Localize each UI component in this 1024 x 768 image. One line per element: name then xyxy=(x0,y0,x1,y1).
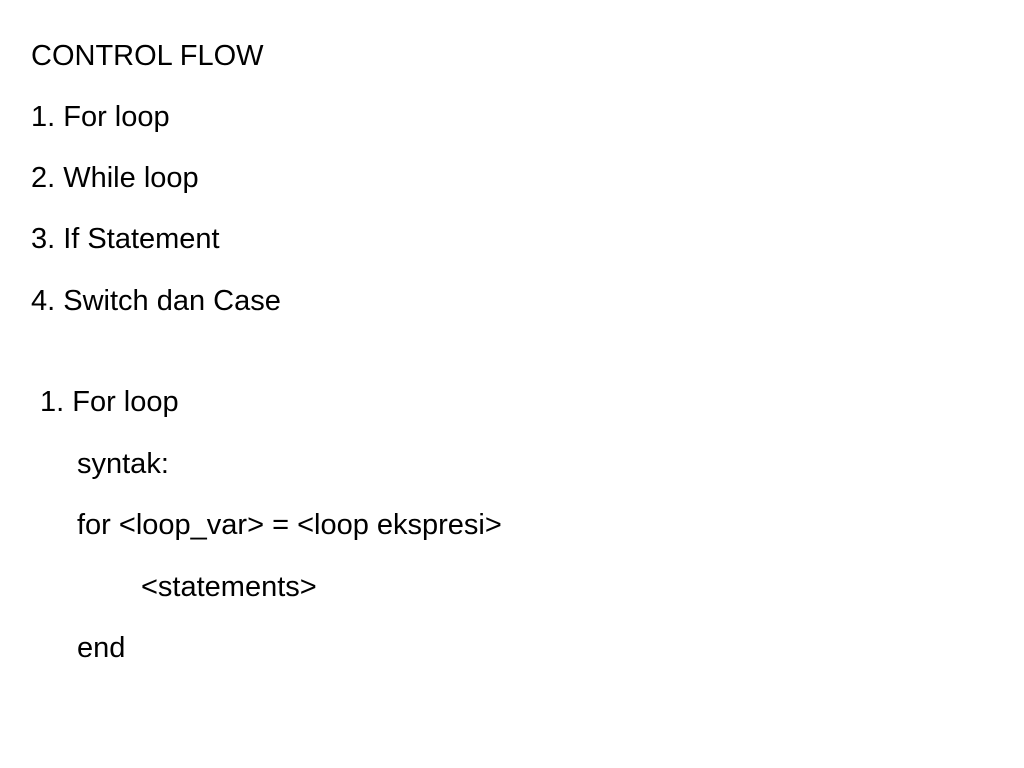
outline-item-switch-case: 4. Switch dan Case xyxy=(31,285,281,317)
syntax-label: syntak: xyxy=(77,448,169,480)
section-heading: 1. For loop xyxy=(40,386,179,418)
outline-item-for-loop: 1. For loop xyxy=(31,101,170,133)
code-for-line: for <loop_var> = <loop ekspresi> xyxy=(77,509,502,541)
outline-item-while-loop: 2. While loop xyxy=(31,162,199,194)
outline-item-if-statement: 3. If Statement xyxy=(31,223,220,255)
code-end-line: end xyxy=(77,632,126,664)
slide-title: CONTROL FLOW xyxy=(31,40,264,72)
code-statements-line: <statements> xyxy=(141,571,317,603)
